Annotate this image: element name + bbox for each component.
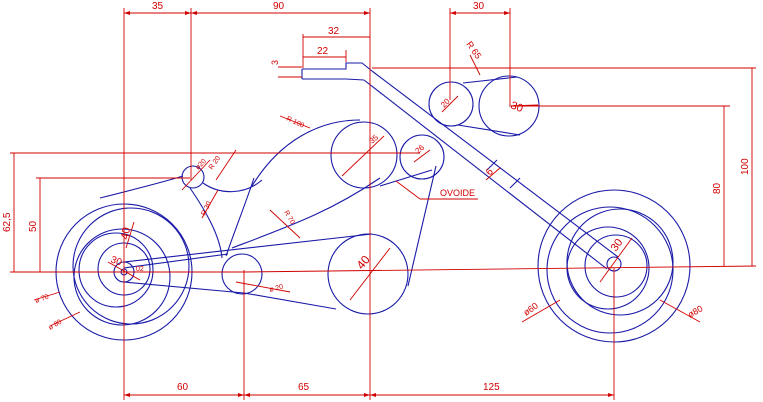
handlebar (301, 62, 373, 81)
dim-100-right: 100 (740, 158, 751, 175)
dim-60-bottom: 60 (177, 382, 189, 393)
dim-front-60: ø60 (521, 301, 539, 318)
frame (123, 165, 437, 310)
dim-80-right: 80 (712, 182, 723, 194)
dim-front-30: 30 (609, 237, 626, 254)
dim-22: 22 (317, 46, 329, 57)
dim-rear-70: ø 70 (34, 293, 50, 304)
dim-r20-tank: R 20 (208, 155, 222, 171)
dim-32: 32 (328, 26, 340, 37)
dim-rear-40: 40 (119, 226, 133, 240)
engine-circles (221, 233, 409, 315)
dim-d20-seat: ø20 (194, 158, 208, 172)
dim-90-top: 90 (273, 1, 285, 12)
front-fork (363, 70, 619, 270)
dim-r65: R 65 (464, 39, 483, 60)
dim-rear-02: 02 (136, 266, 144, 273)
label-ovoide: OVOIDE (440, 188, 475, 198)
dimension-layer (10, 8, 757, 400)
dimension-text: 35 90 32 22 3 30 R 65 R 100 R 20 R 30 R … (2, 1, 751, 393)
dim-front-80: ø80 (686, 303, 704, 319)
dim-6: 6 (484, 166, 496, 178)
dim-62-5: 62,5 (2, 212, 13, 232)
dim-50-left: 50 (28, 220, 39, 232)
dim-35-tank: 35 (368, 133, 381, 146)
dim-125-bottom: 125 (483, 382, 500, 393)
geometry-layer (55, 62, 691, 343)
dim-r30-seat: R 30 (200, 200, 213, 216)
dim-d20-mid: ø 20 (269, 284, 284, 294)
dim-r100: R 100 (285, 115, 305, 129)
fuel-tank (231, 119, 445, 249)
dim-rear-30: 30 (109, 254, 124, 268)
dim-35-top: 35 (152, 1, 164, 12)
dim-30-bar: 30 (509, 100, 525, 115)
dim-65-bottom: 65 (298, 382, 310, 393)
dim-30-top: 30 (473, 1, 485, 12)
dim-3: 3 (270, 60, 280, 65)
